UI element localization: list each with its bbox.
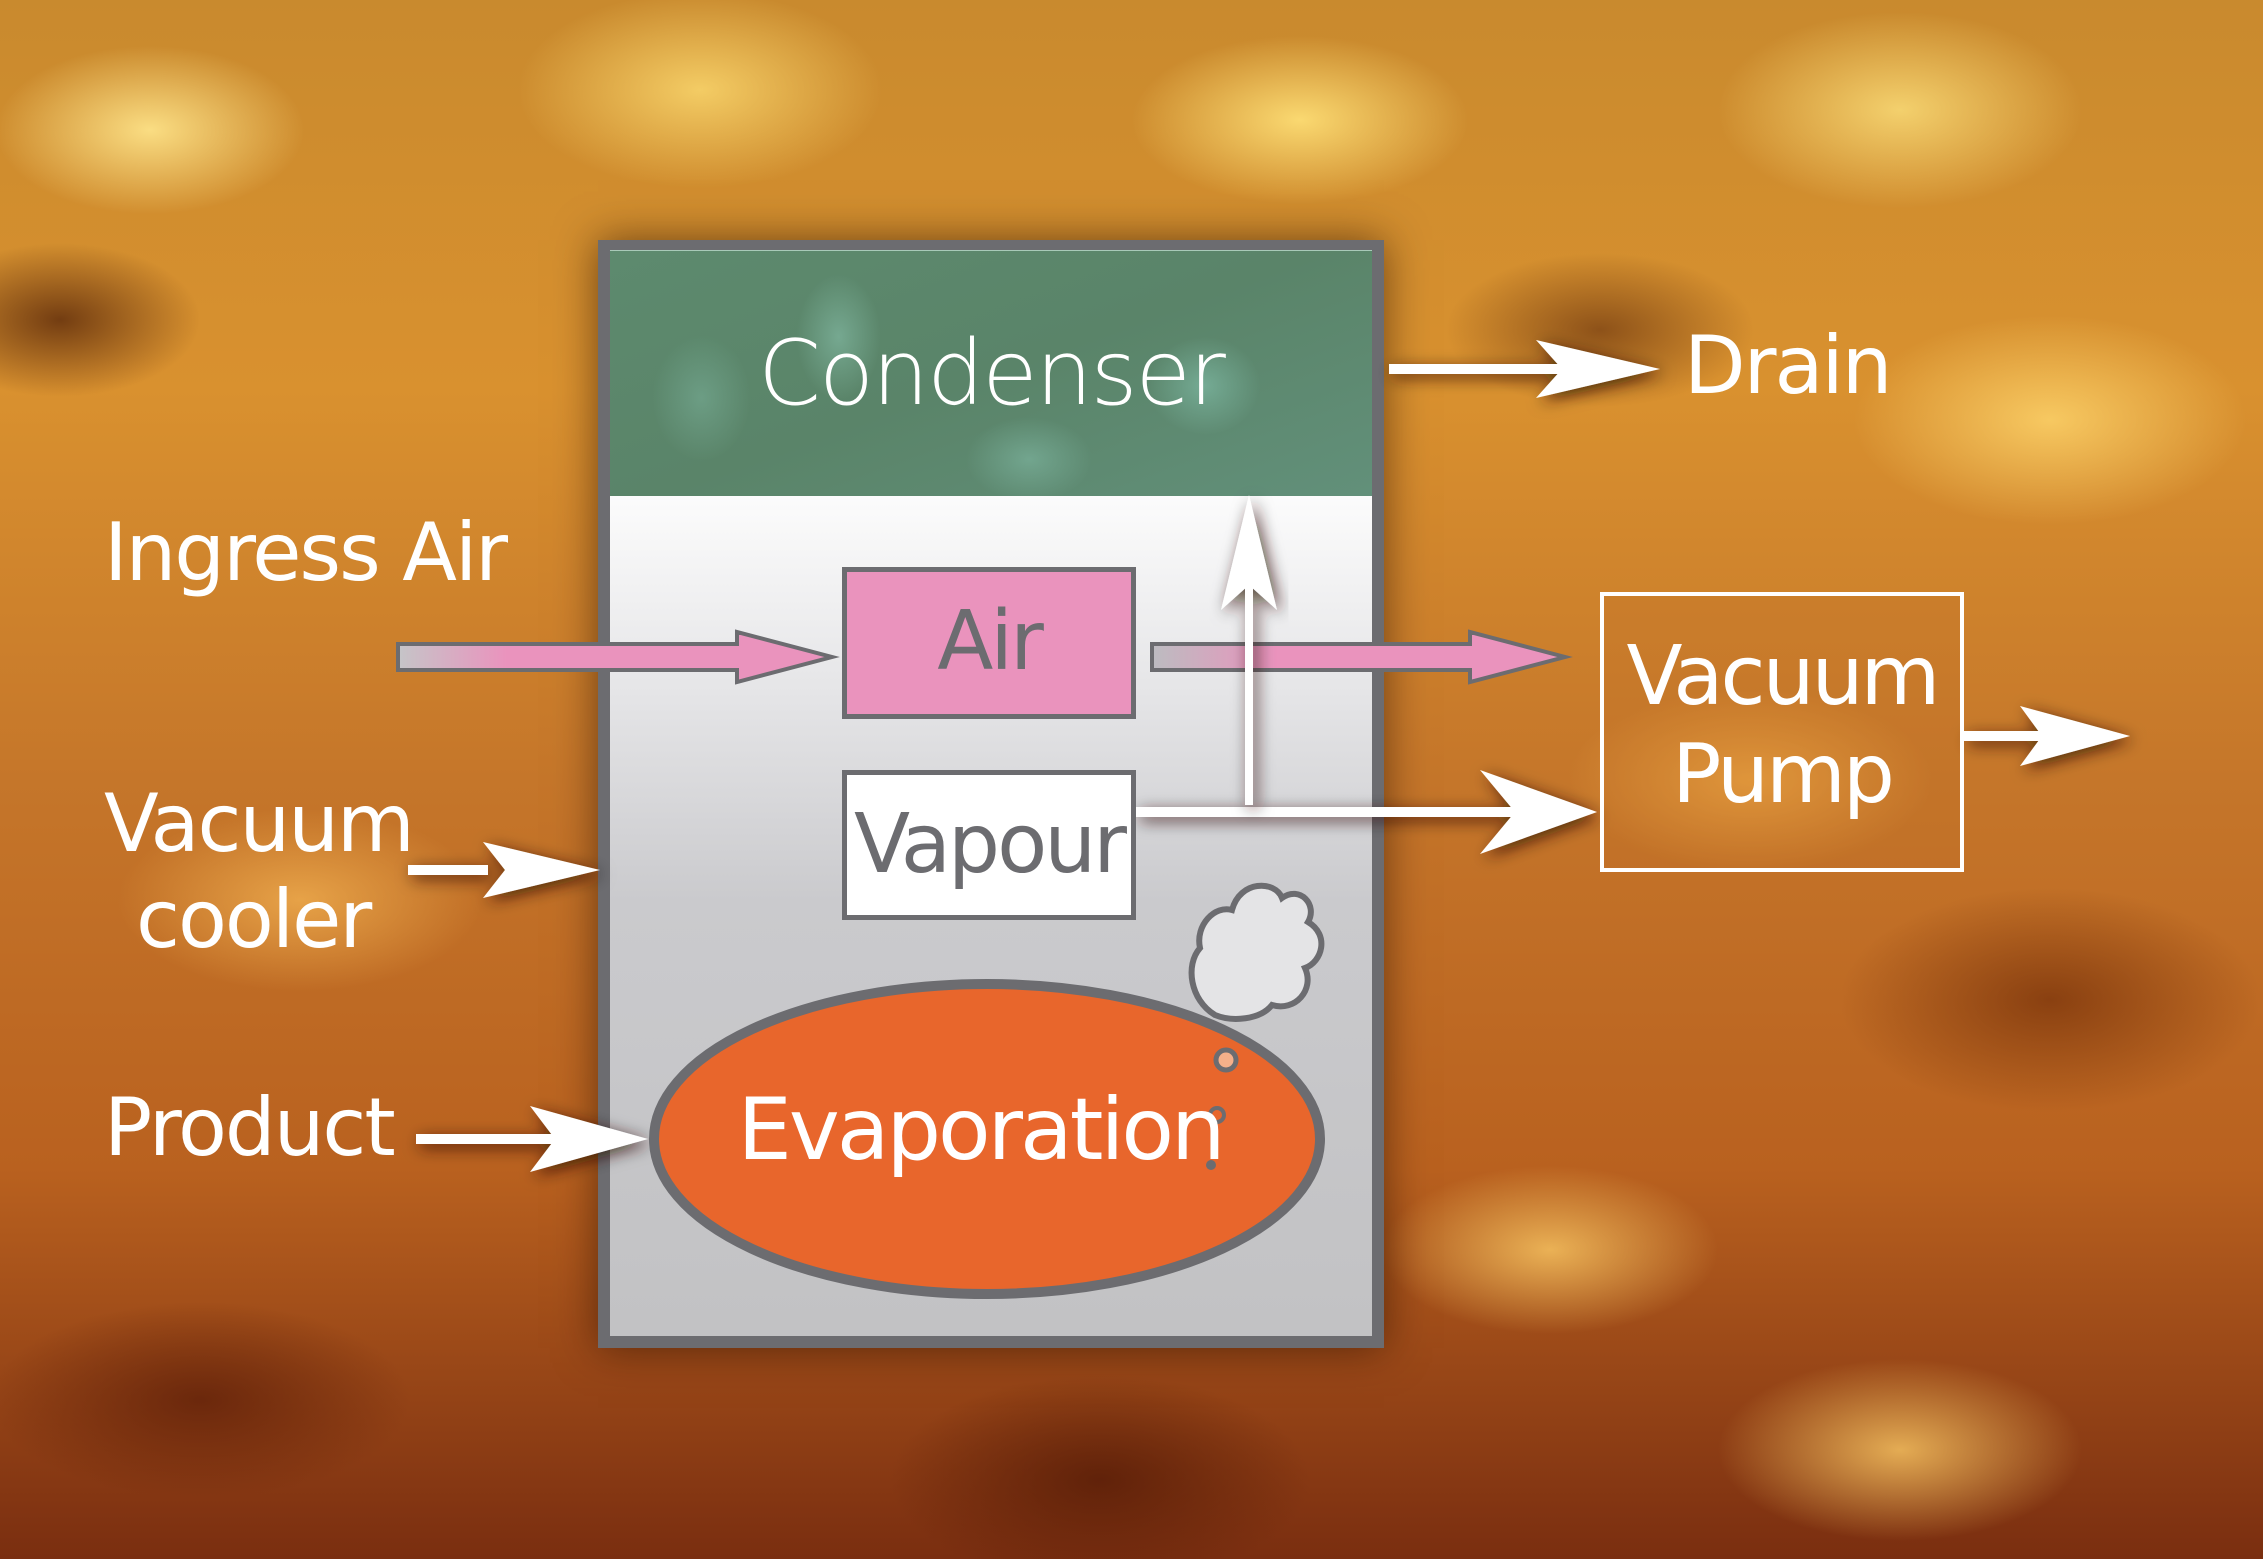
evaporation-label: Evaporation (737, 1080, 1226, 1180)
pump-outlet-arrow (1964, 706, 2130, 766)
condenser-label: Condenser (758, 321, 1226, 426)
evaporation-ellipse (649, 979, 1325, 1299)
drain-label: Drain (1684, 319, 1892, 412)
condenser-to-drain-arrow (1389, 340, 1660, 398)
condenser-block: Condenser (610, 250, 1372, 496)
ingress-air-label: Ingress Air (104, 506, 508, 599)
vacuum-cooler-label-line1: Vacuum (104, 777, 415, 870)
vacuum-pump-box: Vacuum Pump (1600, 592, 1964, 872)
vacuum-cooler-arrow (408, 842, 600, 898)
air-box: Air (842, 567, 1136, 719)
vacuum-pump-label-line2: Pump (1672, 727, 1895, 822)
vacuum-pump-label-line1: Vacuum (1626, 629, 1941, 724)
bubble-icon (1213, 1047, 1239, 1073)
air-to-pump-arrow (1150, 629, 1573, 685)
ingress-air-arrow (396, 629, 840, 685)
bubble-icon (1206, 1160, 1216, 1170)
product-arrow (416, 1106, 648, 1172)
vapour-to-pump-arrow (1136, 770, 1597, 854)
bubble-icon (1208, 1106, 1226, 1124)
vapour-box: Vapour (842, 770, 1136, 920)
product-label: Product (104, 1081, 396, 1174)
vacuum-cooler-label-line2: cooler (136, 873, 372, 966)
vapour-to-condenser-arrow (1221, 495, 1277, 805)
steam-cloud-icon (1188, 882, 1325, 1022)
